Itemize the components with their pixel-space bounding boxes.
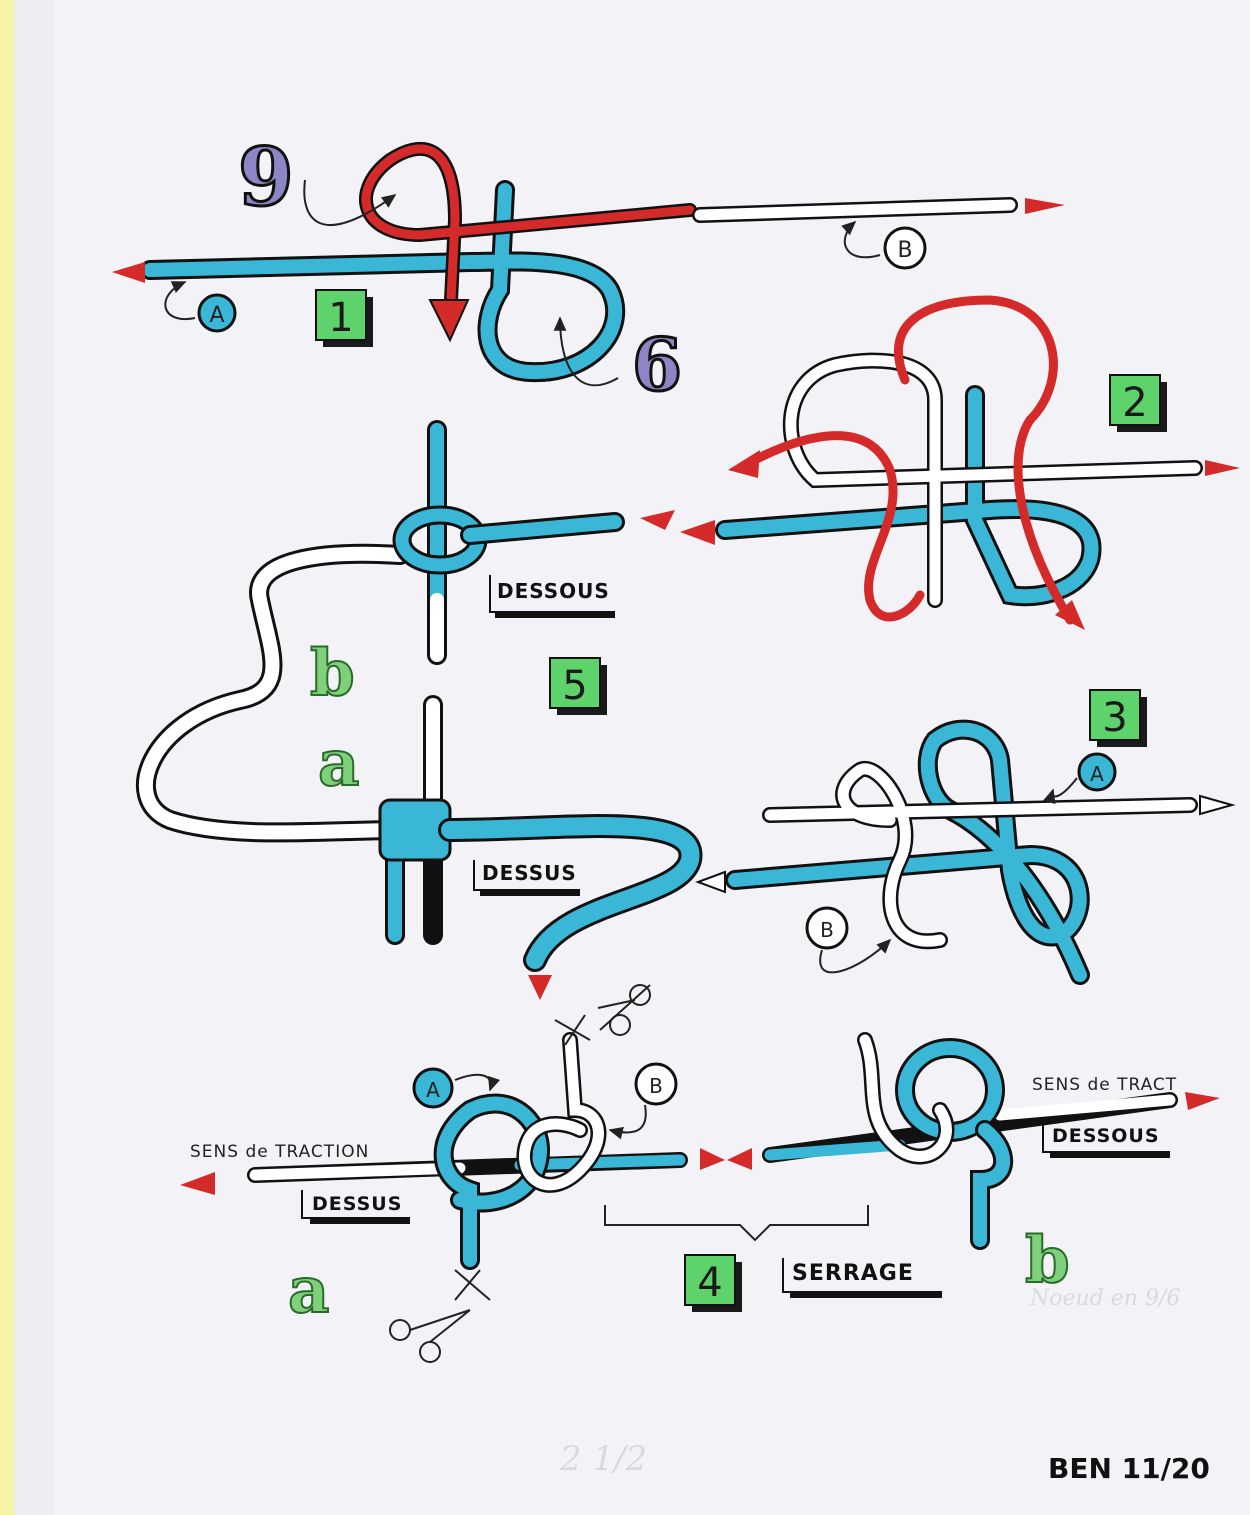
step4-marker-b-text: B bbox=[649, 1074, 663, 1098]
label-serrage: SERRAGE bbox=[792, 1261, 914, 1286]
underline-bar-dessous-step4 bbox=[1050, 1152, 1170, 1158]
pull-arrow-left bbox=[112, 262, 145, 283]
signature: BEN 11/20 bbox=[1048, 1452, 1210, 1485]
serrage-bracket bbox=[605, 1205, 868, 1240]
arrow-marker-a bbox=[165, 282, 195, 319]
paper-edge bbox=[0, 0, 14, 1515]
label-dessus-step5: DESSUS bbox=[482, 861, 577, 885]
marker-a-text: A bbox=[209, 303, 224, 328]
faint-note-2: 2 1/2 bbox=[559, 1439, 647, 1479]
step4-marker-a-text: A bbox=[426, 1078, 440, 1102]
step-1-number: 1 bbox=[328, 295, 353, 341]
step-5-drawing bbox=[146, 430, 691, 1000]
step-5-number: 5 bbox=[562, 663, 587, 709]
variant-a-step4: a bbox=[288, 1253, 329, 1328]
step3-pull-right bbox=[1200, 796, 1232, 814]
variant-b-step5: b bbox=[310, 636, 355, 711]
step2-blue-outline bbox=[725, 395, 1092, 596]
step-3-number: 3 bbox=[1102, 695, 1127, 741]
step-4-number: 4 bbox=[697, 1260, 722, 1306]
step-3-drawing bbox=[698, 730, 1232, 975]
a-tail-arrow bbox=[528, 975, 552, 1000]
step-2-drawing bbox=[680, 300, 1240, 630]
step3-marker-b-text: B bbox=[820, 918, 834, 942]
underline-bar-dessus-step5 bbox=[480, 890, 580, 896]
step5-white-outline bbox=[146, 554, 400, 833]
step3-marker-a-text: A bbox=[1090, 762, 1104, 786]
step2-pull-right bbox=[1205, 460, 1240, 476]
underline-bar-dessus-step4 bbox=[310, 1218, 410, 1224]
label-dessous-step5: DESSOUS bbox=[497, 579, 610, 603]
step2-pull-left bbox=[680, 520, 715, 545]
faint-note-1: Noeud en 9/6 bbox=[1029, 1286, 1180, 1311]
number-nine: 9 bbox=[238, 130, 294, 224]
b-pull-right bbox=[640, 510, 675, 530]
label-sens-de-traction-right: SENS de TRACT bbox=[1032, 1075, 1177, 1095]
marker-b-text: B bbox=[897, 238, 912, 263]
step4-arrow-b bbox=[610, 1105, 646, 1132]
step2-red-arrow-left bbox=[728, 450, 760, 478]
s4b-pull-right bbox=[1185, 1092, 1220, 1110]
step-4a-drawing bbox=[180, 985, 752, 1362]
step3-pull-left bbox=[698, 872, 725, 892]
s4a-pull-left bbox=[180, 1172, 215, 1195]
underline-bar-dessous-step5 bbox=[495, 612, 615, 618]
s4-bowtie-left bbox=[700, 1148, 725, 1170]
step2-blue bbox=[725, 395, 1092, 596]
red-strand bbox=[366, 149, 690, 320]
step3-arrow-a bbox=[1052, 778, 1077, 796]
label-sens-de-traction: SENS de TRACTION bbox=[190, 1142, 369, 1162]
step-2-number: 2 bbox=[1122, 380, 1147, 426]
label-dessus-step4: DESSUS bbox=[312, 1193, 402, 1215]
number-six: 6 bbox=[632, 322, 682, 407]
scissors-icon-bottom bbox=[390, 1270, 490, 1362]
variant-a-step5: a bbox=[318, 726, 359, 801]
s4b-white-pull bbox=[1000, 1100, 1170, 1115]
underline-bar-serrage bbox=[790, 1292, 942, 1298]
red-arrowhead bbox=[430, 300, 468, 340]
s4a-white-pull bbox=[255, 1168, 460, 1175]
s4-bowtie-right bbox=[727, 1148, 752, 1170]
step4-arrow-a bbox=[455, 1075, 491, 1090]
arrow-marker-b bbox=[845, 222, 880, 257]
pull-arrow-right bbox=[1025, 198, 1065, 214]
paper-shadow bbox=[14, 0, 54, 1515]
label-dessous-step4: DESSOUS bbox=[1052, 1125, 1160, 1147]
